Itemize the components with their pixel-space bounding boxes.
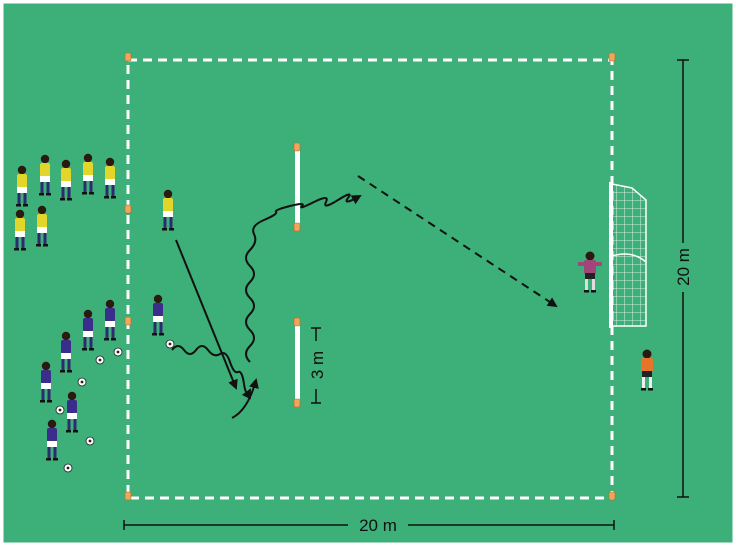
cone-icon	[125, 492, 131, 500]
height-label: 20 m	[674, 248, 693, 286]
ball-icon	[56, 406, 64, 414]
cone-icon	[125, 205, 131, 213]
ball-icon	[114, 348, 122, 356]
goal-icon	[609, 182, 646, 328]
ball-icon	[64, 464, 72, 472]
ball-icon	[96, 356, 104, 364]
cone-icon	[609, 53, 615, 61]
width-label: 20 m	[359, 516, 397, 535]
ball-icon	[78, 378, 86, 386]
cone-icon	[125, 53, 131, 61]
ball-icon	[86, 437, 94, 445]
cone-icon	[125, 317, 131, 325]
gate-width-label: 3 m	[308, 351, 327, 379]
ball-icon	[166, 340, 174, 348]
cone-icon	[609, 492, 615, 500]
